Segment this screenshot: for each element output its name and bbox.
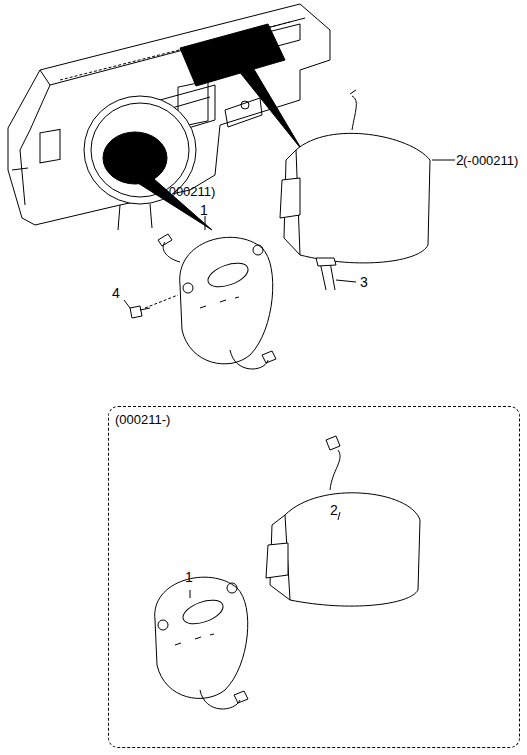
callout-number: 1 — [185, 570, 193, 584]
callout-number: 4 — [112, 286, 120, 300]
callout-number: 2 — [456, 153, 464, 167]
callout-number: 2 — [330, 503, 338, 517]
callout-number: 3 — [360, 275, 368, 289]
date-range-label: (000211-) — [115, 413, 170, 426]
variant-frame: (000211-) — [108, 406, 520, 748]
date-range-label: (-000211) — [463, 154, 518, 167]
callout-number: 1 — [200, 203, 208, 217]
date-range-label: (-000211) — [160, 185, 215, 198]
